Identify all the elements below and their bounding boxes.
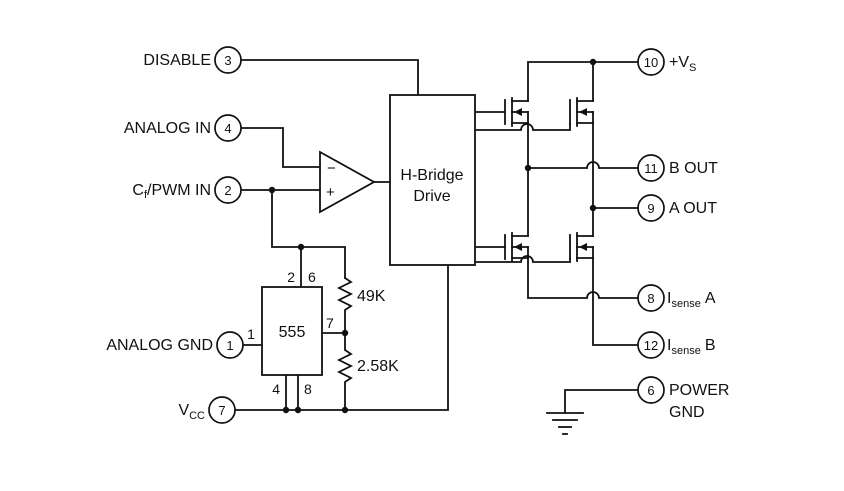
mosfet-bottom-right — [569, 232, 594, 262]
body-arrow-icon — [514, 243, 522, 251]
pin-number-isense-b: 12 — [644, 338, 658, 353]
label-power-gnd-line2: GND — [669, 404, 705, 421]
pin-circle-analog-gnd — [216, 331, 244, 359]
ground-symbol — [546, 412, 584, 435]
pin-number-cf-pwm-in: 2 — [224, 183, 231, 198]
timer-555-box — [261, 286, 323, 376]
body-arrow-icon — [579, 108, 587, 116]
mosfet-top-right — [569, 97, 594, 127]
label-power-gnd-line1: POWER — [669, 382, 729, 399]
label-disable: DISABLE — [143, 52, 211, 69]
pin-number-vs: 10 — [644, 55, 658, 70]
pin-circle-vcc — [208, 396, 236, 424]
pin-number-vcc: 7 — [218, 403, 225, 418]
mosfet-bottom-left — [504, 232, 529, 262]
pin-number-isense-a: 8 — [647, 291, 654, 306]
wire-analog-in — [240, 127, 321, 168]
pin-circle-vs — [637, 48, 665, 76]
mosfet-top-left — [504, 97, 529, 127]
label-vs: +VS — [669, 54, 696, 74]
wire-vs-rail — [527, 61, 639, 102]
wire-cf-branch — [271, 189, 346, 279]
label-analog-in: ANALOG IN — [124, 120, 211, 137]
pin-number-power-gnd: 6 — [647, 383, 654, 398]
pin-circle-isense-a — [637, 284, 665, 312]
wire-isense-a — [527, 257, 639, 299]
label-vcc: VCC — [178, 402, 205, 422]
resistor-49k-symbol — [336, 276, 354, 334]
pin-number-analog-gnd: 1 — [226, 338, 233, 353]
junction-dot — [524, 164, 532, 172]
pin-circle-a-out — [637, 194, 665, 222]
junction-dot — [341, 406, 349, 414]
label-analog-gnd: ANALOG GND — [106, 337, 213, 354]
body-arrow-icon — [514, 108, 522, 116]
wire-b-out — [527, 161, 639, 169]
pin-circle-cf-pwm-in — [214, 176, 242, 204]
pin-circle-b-out — [637, 154, 665, 182]
resistor-49k-label: 49K — [357, 288, 386, 305]
junction-dot — [297, 243, 305, 251]
wire-gate-bottom-right — [474, 255, 571, 263]
junction-dot — [341, 329, 349, 337]
pin-number-analog-in: 4 — [224, 121, 231, 136]
pin-number-disable: 3 — [224, 53, 231, 68]
wire-isense-b — [592, 257, 639, 346]
junction-dot — [282, 406, 290, 414]
junction-dot — [294, 406, 302, 414]
pin-circle-analog-in — [214, 114, 242, 142]
pin-circle-isense-b — [637, 331, 665, 359]
body-arrow-icon — [579, 243, 587, 251]
junction-dot — [589, 58, 597, 66]
junction-dot — [268, 186, 276, 194]
wires — [234, 59, 639, 414]
timer-pin-8-label: 8 — [304, 381, 312, 397]
wire-vcc-rail — [234, 264, 449, 411]
pin-number-b-out: 11 — [644, 161, 658, 176]
pin-circles: 3 4 2 1 7 10 11 9 8 12 6 — [208, 46, 665, 424]
timer-pin-2-label: 2 — [287, 269, 295, 285]
comparator-inverting-sign: − — [327, 160, 336, 177]
timer-pin-7-label: 7 — [326, 315, 334, 331]
timer-pin-1-label: 1 — [247, 326, 255, 342]
label-b-out: B OUT — [669, 160, 718, 177]
timer-555-label: 555 — [279, 324, 306, 341]
wire-disable — [240, 59, 419, 96]
label-a-out: A OUT — [669, 200, 717, 217]
resistor-2-58k-label: 2.58K — [357, 358, 399, 375]
timer-pin-6-label: 6 — [308, 269, 316, 285]
comparator-triangle — [319, 150, 376, 214]
resistor-2-58k-symbol — [336, 332, 354, 411]
junction-dots — [268, 58, 597, 414]
h-bridge-drive-box — [389, 94, 476, 266]
pin-circle-power-gnd — [637, 376, 665, 404]
junction-dot — [589, 204, 597, 212]
pin-number-a-out: 9 — [647, 201, 654, 216]
label-cf-pwm-in: Cf/PWM IN — [132, 182, 211, 201]
h-bridge-label-line2: Drive — [413, 188, 450, 205]
h-bridge-label-line1: H-Bridge — [400, 167, 463, 184]
pin-circle-disable — [214, 46, 242, 74]
timer-pin-4-label: 4 — [272, 381, 280, 397]
comparator-noninverting-sign: + — [326, 184, 335, 201]
wire-gate-top-right — [474, 123, 571, 131]
wire-power-gnd — [564, 389, 639, 414]
